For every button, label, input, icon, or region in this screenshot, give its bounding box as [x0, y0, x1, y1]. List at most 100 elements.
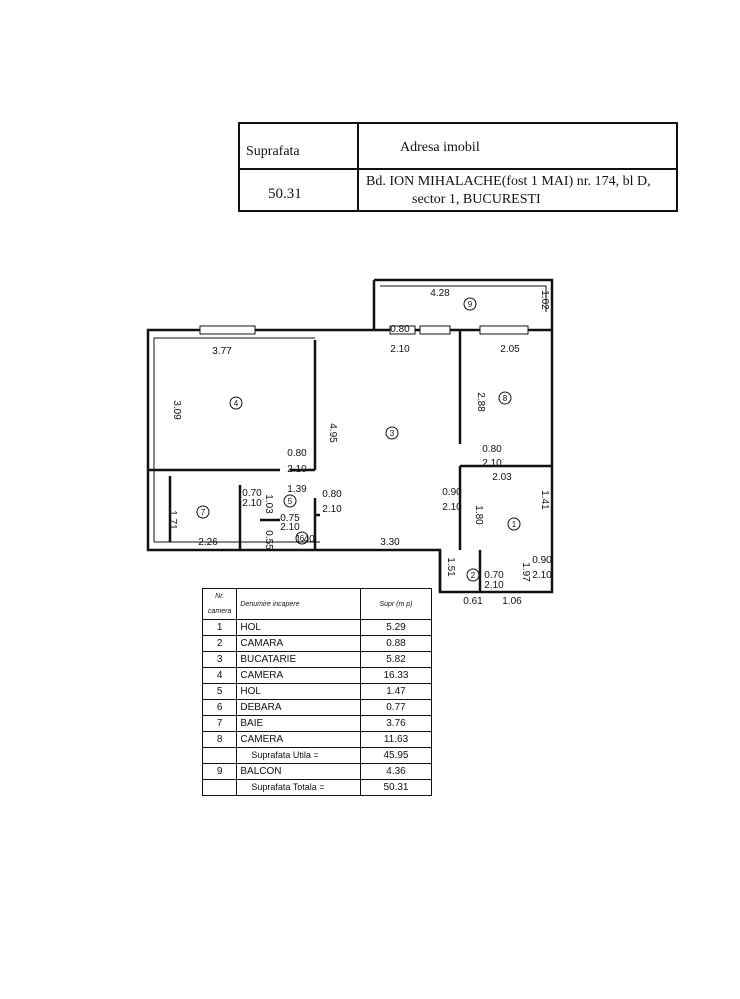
row-nr: 5	[201, 683, 238, 700]
room-marker	[507, 517, 521, 531]
dimension-label: 1.40	[295, 534, 315, 545]
header-divider	[357, 124, 359, 210]
row-nr: 3	[201, 651, 238, 668]
dimension-label: 2.03	[492, 472, 512, 483]
room-number: 4	[234, 399, 239, 408]
dimension-label: 3.09	[171, 400, 182, 420]
room-number: 1	[512, 520, 517, 529]
room-number: 2	[471, 571, 476, 580]
dimension-label: 1.02	[539, 290, 550, 310]
room-number: 6	[300, 534, 305, 543]
row-nr: 4	[201, 667, 238, 684]
room-number: 5	[288, 497, 293, 506]
row-name: CAMARA	[236, 635, 361, 652]
room-number: 8	[503, 394, 508, 403]
dimension-label: 0.61	[463, 596, 483, 607]
header-table: Suprafata Adresa imobil 50.31 Bd. ION MI…	[238, 122, 678, 212]
dimension-label: 2.10	[442, 502, 462, 513]
dimension-label: 2.10	[390, 344, 410, 355]
header-divider	[240, 168, 676, 170]
dimension-label: 2.10	[280, 522, 300, 533]
dimension-label: 2.88	[475, 392, 486, 412]
plan-walls	[146, 278, 554, 594]
row-name: BAIE	[236, 715, 361, 732]
dimension-label: 1.80	[473, 505, 484, 525]
dimension-label: 0.90	[532, 555, 552, 566]
room-marker	[466, 568, 480, 582]
dimension-label: 1.03	[263, 494, 274, 514]
dimension-label: 0.80	[482, 444, 502, 455]
col-area-header: Supr (m p)	[359, 588, 433, 620]
dimension-label: 3.30	[380, 537, 400, 548]
util-value: 45.95	[359, 747, 433, 764]
dimension-label: 0.90	[442, 487, 462, 498]
dimension-label: 4.28	[430, 288, 450, 299]
dimension-label: 2.10	[532, 570, 552, 581]
plan-windows	[199, 325, 529, 335]
row-name: HOL	[236, 683, 361, 700]
table-row: 9 BALCON 4.36	[201, 763, 433, 780]
dimension-label: 2.10	[482, 458, 502, 469]
col-name-header: Denumire incapere	[236, 588, 361, 620]
row-area: 0.88	[359, 635, 433, 652]
total-value: 50.31	[359, 779, 433, 796]
area-label: Suprafata	[246, 144, 300, 159]
row-name: BUCATARIE	[236, 651, 361, 668]
dimension-label: 2.05	[500, 344, 520, 355]
row-name: CAMERA	[236, 731, 361, 748]
dimension-label: 1.51	[445, 557, 456, 577]
row-area: 3.76	[359, 715, 433, 732]
address-line-2: sector 1, BUCURESTI	[412, 192, 541, 207]
room-marker	[463, 297, 477, 311]
dimension-label: 2.10	[242, 498, 262, 509]
row-area: 0.77	[359, 699, 433, 716]
row-area: 5.82	[359, 651, 433, 668]
room-number: 7	[201, 508, 206, 517]
area-value: 50.31	[268, 186, 302, 202]
room-marker	[283, 494, 297, 508]
dimension-label: 0.70	[242, 488, 262, 499]
row-name: HOL	[236, 619, 361, 636]
dimension-label: 1.41	[539, 490, 550, 510]
room-number: 9	[468, 300, 473, 309]
floor-plan: 9 4 8 3 7 5 6 1 2 4.28 1.02 0.80 2.10 3.77 2.05 3.09 2.…	[146, 278, 554, 607]
dimension-label: 1.97	[520, 562, 531, 582]
total-row: Suprafata Totala = 50.31	[201, 779, 433, 796]
dimension-label: 2.10	[484, 580, 504, 591]
dimension-label: 4.95	[327, 423, 338, 443]
table-header-row: Nr. camera Denumire incapere Supr (m p)	[201, 588, 433, 620]
dimension-label: 0.70	[484, 570, 504, 581]
row-nr: 2	[201, 635, 238, 652]
dimension-label: 1.06	[502, 596, 522, 607]
row-area: 11.63	[359, 731, 433, 748]
col-nr-header: Nr. camera	[201, 588, 238, 620]
util-row: Suprafata Utila = 45.95	[201, 747, 433, 764]
dimension-label: 1.39	[287, 484, 307, 495]
rooms-table: Nr. camera Denumire incapere Supr (m p) …	[201, 588, 433, 796]
room-marker	[295, 531, 309, 545]
room-marker	[385, 426, 399, 440]
row-nr: 8	[201, 731, 238, 748]
row-nr: 1	[201, 619, 238, 636]
dimension-label: 3.77	[212, 346, 232, 357]
row-area: 16.33	[359, 667, 433, 684]
room-marker	[196, 505, 210, 519]
dimension-label: 2.26	[198, 537, 218, 548]
row-area: 4.36	[359, 763, 433, 780]
row-area: 1.47	[359, 683, 433, 700]
row-nr: 7	[201, 715, 238, 732]
util-label: Suprafata Utila =	[236, 747, 361, 764]
room-number: 3	[390, 429, 395, 438]
total-label: Suprafata Totala =	[236, 779, 361, 796]
address-label: Adresa imobil	[400, 140, 480, 155]
dimension-label: 2.10	[287, 464, 307, 475]
row-area: 5.29	[359, 619, 433, 636]
row-name: BALCON	[236, 763, 361, 780]
